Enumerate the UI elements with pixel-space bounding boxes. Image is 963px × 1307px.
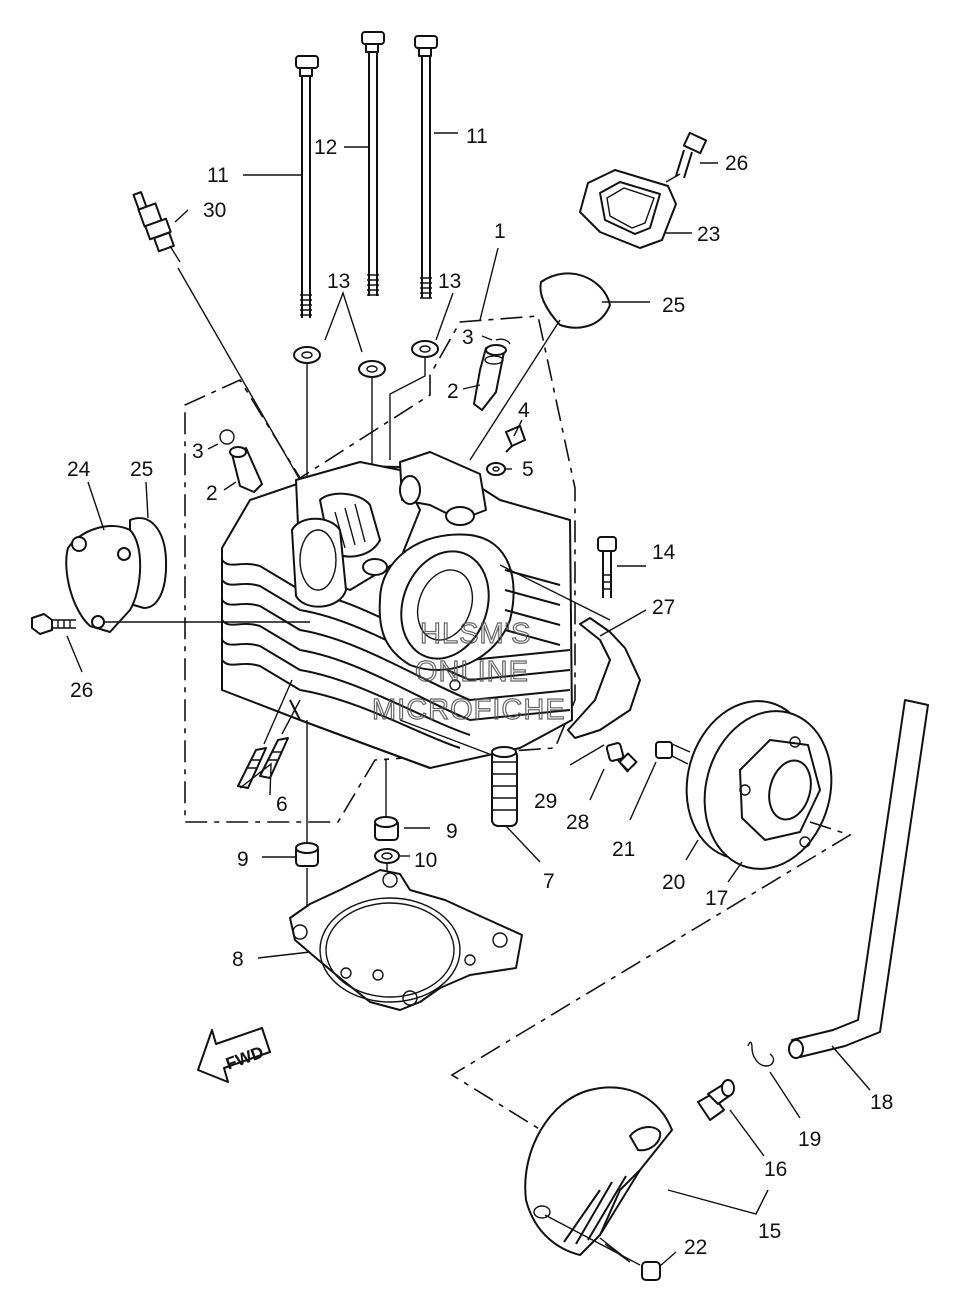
o-ring-25-top bbox=[539, 272, 611, 329]
spark-plug-30 bbox=[132, 191, 181, 263]
gasket-27 bbox=[567, 617, 641, 739]
bolt-26-top bbox=[675, 131, 708, 179]
head-gasket-8 bbox=[289, 869, 523, 1011]
dowel-9-right bbox=[374, 816, 399, 841]
breather-hose-18 bbox=[788, 699, 929, 1059]
callout-5: 5 bbox=[522, 458, 534, 481]
callout-30: 30 bbox=[203, 199, 226, 222]
watermark-line1: HLSM'S bbox=[420, 618, 531, 650]
washer-13-c bbox=[411, 340, 439, 358]
valve-guide-2-left bbox=[229, 446, 263, 493]
callout-27: 27 bbox=[652, 596, 675, 619]
callout-14: 14 bbox=[652, 541, 676, 564]
chain-guide-7 bbox=[491, 746, 518, 827]
callout-4: 4 bbox=[518, 399, 530, 422]
cover-15 bbox=[524, 1086, 673, 1256]
bolt-21 bbox=[655, 741, 691, 765]
stud-bolt-12 bbox=[361, 31, 385, 296]
watermark: HLSM'S ONLINE MICROFICHE bbox=[371, 617, 566, 726]
callout-12: 12 bbox=[314, 136, 337, 159]
watermark-line2: ONLINE bbox=[415, 656, 529, 688]
callout-9-right: 9 bbox=[446, 820, 458, 843]
callout-11-left: 11 bbox=[207, 164, 229, 187]
washer-5 bbox=[486, 462, 506, 476]
clip-3-right bbox=[495, 338, 511, 345]
callout-13-left: 13 bbox=[327, 270, 350, 293]
callout-3-left: 3 bbox=[192, 440, 204, 463]
nipple-16 bbox=[697, 1079, 735, 1121]
callout-24: 24 bbox=[67, 458, 91, 481]
callout-20: 20 bbox=[662, 871, 685, 894]
callout-10: 10 bbox=[414, 849, 437, 872]
callout-18: 18 bbox=[870, 1091, 893, 1114]
callout-labels: 1 2 2 3 3 4 5 6 7 8 9 9 10 11 11 12 13 1… bbox=[67, 125, 893, 1259]
stud-bolt-11-right bbox=[414, 35, 438, 299]
callout-19: 19 bbox=[798, 1128, 821, 1151]
clip-19 bbox=[747, 1041, 775, 1067]
bolt-28 bbox=[605, 742, 638, 773]
callout-25-top: 25 bbox=[662, 294, 685, 317]
assembly-boundary-dashed bbox=[184, 315, 576, 823]
callout-1: 1 bbox=[494, 220, 506, 243]
rocker-cover-23 bbox=[579, 169, 677, 249]
callout-6: 6 bbox=[276, 793, 288, 816]
callout-11-right: 11 bbox=[466, 125, 488, 148]
valve-guide-2-right bbox=[473, 344, 507, 411]
callout-13-right: 13 bbox=[438, 270, 461, 293]
callout-3-right: 3 bbox=[462, 326, 474, 349]
callout-23: 23 bbox=[697, 223, 720, 246]
bolt-26-left bbox=[31, 613, 76, 635]
callout-1-bracket bbox=[479, 247, 499, 321]
tappet-cover-24 bbox=[65, 525, 142, 633]
watermark-line3: MICROFICHE bbox=[372, 694, 566, 726]
washer-13-b bbox=[358, 360, 386, 378]
fwd-arrow-icon: FWD bbox=[197, 1027, 271, 1083]
callout-25-left: 25 bbox=[130, 458, 153, 481]
callout-17: 17 bbox=[705, 887, 728, 910]
callout-16: 16 bbox=[764, 1158, 787, 1181]
callout-2-right: 2 bbox=[447, 380, 459, 403]
stud-bolt-11-left bbox=[295, 55, 319, 318]
callout-8: 8 bbox=[232, 948, 244, 971]
callout-21: 21 bbox=[612, 838, 635, 861]
clip-3-left bbox=[219, 429, 235, 445]
callout-26-left: 26 bbox=[70, 679, 93, 702]
bolt-14 bbox=[597, 536, 617, 598]
cam-cap-17 bbox=[703, 710, 833, 870]
leader-lines bbox=[66, 132, 871, 1267]
callout-29: 29 bbox=[534, 790, 557, 813]
dowel-9-left bbox=[295, 842, 319, 867]
washer-13-a bbox=[293, 346, 321, 364]
callout-22: 22 bbox=[684, 1236, 707, 1259]
cylinder-head bbox=[221, 451, 573, 769]
washer-10 bbox=[374, 848, 400, 864]
callout-26-top: 26 bbox=[725, 152, 748, 175]
bolt-4 bbox=[505, 425, 526, 453]
dowel-pins-6 bbox=[237, 737, 289, 789]
callout-28: 28 bbox=[566, 811, 589, 834]
callout-7: 7 bbox=[543, 870, 555, 893]
callout-2-left: 2 bbox=[206, 482, 218, 505]
callout-9-left: 9 bbox=[237, 848, 249, 871]
callout-15: 15 bbox=[758, 1220, 781, 1243]
